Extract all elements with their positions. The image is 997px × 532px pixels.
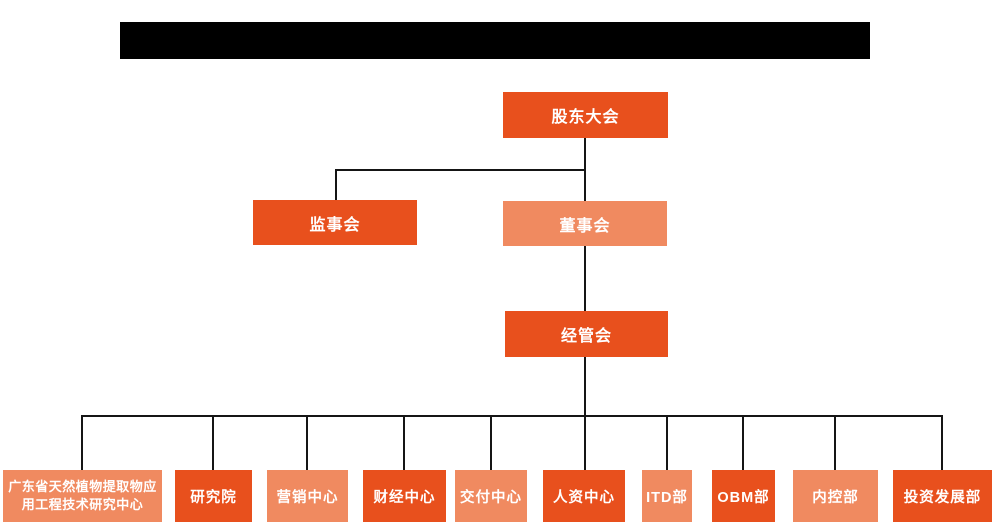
node-shareholders-meeting: 股东大会: [503, 92, 668, 138]
connector-drop-dept-5: [490, 415, 492, 470]
node-supervisory-board: 监事会: [253, 200, 417, 245]
node-dept-delivery-center: 交付中心: [455, 470, 527, 522]
node-dept-internal-control: 内控部: [793, 470, 878, 522]
node-dept-obm: OBM部: [712, 470, 775, 522]
connector-drop-supervisory: [335, 169, 337, 200]
connector-board-to-management: [584, 246, 586, 311]
node-management-committee: 经管会: [505, 311, 668, 357]
node-dept-research-institute: 研究院: [175, 470, 252, 522]
node-dept-finance-center: 财经中心: [363, 470, 446, 522]
connector-drop-dept-1: [81, 415, 83, 470]
node-dept-investment-development: 投资发展部: [893, 470, 992, 522]
connector-branch-horizontal: [335, 169, 586, 171]
node-dept-hr-center: 人资中心: [543, 470, 625, 522]
redacted-title-bar: [120, 22, 870, 59]
node-dept-marketing-center: 营销中心: [267, 470, 348, 522]
connector-drop-dept-4: [403, 415, 405, 470]
node-dept-itd: ITD部: [642, 470, 692, 522]
connector-root-down: [584, 138, 586, 171]
connector-drop-dept-3: [306, 415, 308, 470]
node-dept-research-center: 广东省天然植物提取物应用工程技术研究中心: [3, 470, 162, 522]
node-board-of-directors: 董事会: [503, 201, 667, 246]
connector-management-down: [584, 357, 586, 417]
connector-drop-dept-9: [834, 415, 836, 470]
connector-distribution-horizontal: [81, 415, 943, 417]
connector-drop-dept-7: [666, 415, 668, 470]
connector-drop-dept-6: [584, 415, 586, 470]
connector-drop-dept-10: [941, 415, 943, 470]
connector-drop-dept-8: [742, 415, 744, 470]
connector-drop-board: [584, 169, 586, 201]
connector-drop-dept-2: [212, 415, 214, 470]
